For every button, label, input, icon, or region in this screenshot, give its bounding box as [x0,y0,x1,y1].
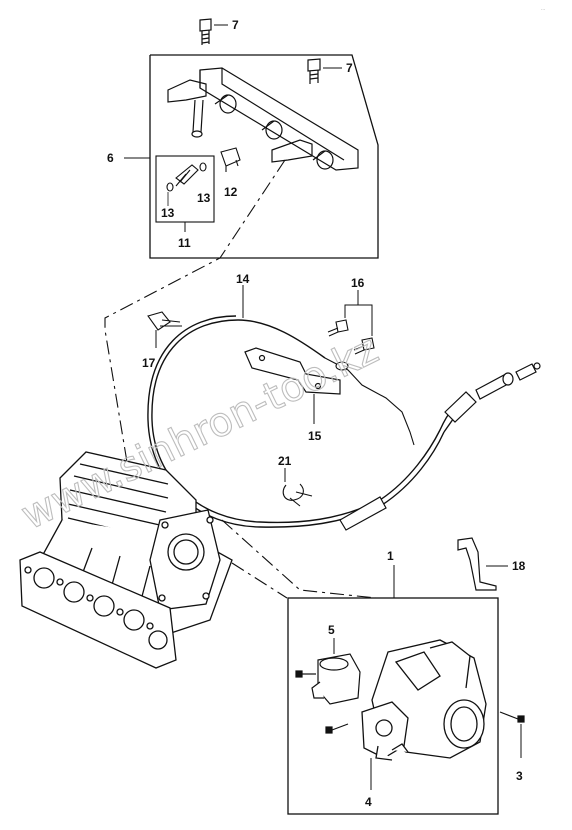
throttle-body [361,639,487,761]
injector [166,162,207,192]
cable-end [324,357,415,446]
cable-sheath [339,362,541,531]
intake-manifold [19,451,233,669]
callout-7b: 7 [346,61,353,75]
callout-15: 15 [308,429,322,443]
fuel-rail [167,67,359,171]
callout-18: 18 [512,559,526,573]
callout-13a: 13 [161,206,175,220]
spring-clip-21 [282,483,313,507]
callout-4: 4 [365,795,372,809]
corner-mark: ... [541,6,545,12]
callout-17: 17 [142,356,156,370]
callout-12: 12 [224,185,238,199]
callout-7a: 7 [232,18,239,32]
callout-5: 5 [328,623,335,637]
fuel-rail-box [149,54,379,259]
clip-17 [147,311,182,331]
clip-12 [220,147,241,172]
callout-13b: 13 [197,191,211,205]
callout-3: 3 [516,769,523,783]
bolts-16 [327,319,375,355]
callout-6: 6 [107,151,114,165]
watermark: www.sinhron-too.kz [14,326,385,539]
callout-14: 14 [236,272,250,286]
screws [295,670,525,734]
idle-air-valve-5 [311,653,361,705]
bolt-7a [199,18,212,45]
bracket-15 [244,347,341,395]
callout-11: 11 [178,236,191,250]
throttle-body-box [287,597,499,815]
bolt-7b [307,58,321,84]
dash-lines [104,159,377,613]
bracket-18 [457,537,497,591]
callout-16: 16 [351,276,365,290]
callout-1: 1 [387,549,394,563]
callout-21: 21 [278,454,292,468]
